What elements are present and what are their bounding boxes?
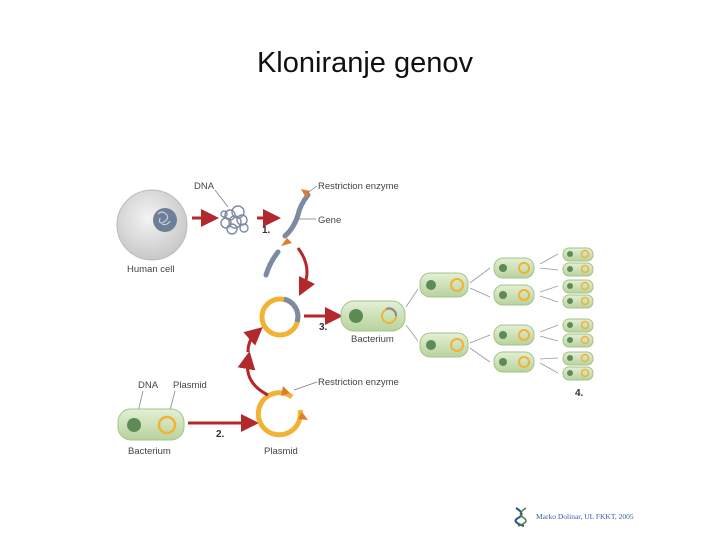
dna-bottom-label: DNA [138, 380, 159, 391]
arrow-plasmid-up-2 [243, 327, 263, 353]
author-logo-icon [514, 507, 527, 527]
dna-tangle [220, 205, 249, 235]
step-2-label: 2. [216, 429, 225, 440]
step-4-label: 4. [575, 388, 584, 399]
bacteria-gen2 [493, 257, 535, 373]
arrow-plasmid-up-1 [237, 351, 269, 397]
gene-label: Gene [318, 215, 341, 226]
gene-strand [263, 189, 311, 278]
restriction-enzyme-bottom-label: Restriction enzyme [318, 377, 399, 388]
step-3-label: 3. [319, 322, 328, 333]
bacteria-gen3 [562, 247, 594, 381]
cut-plasmid [255, 386, 308, 438]
plasmid-bottom-label: Plasmid [264, 446, 298, 457]
bacteria-gen1 [419, 272, 469, 358]
bacterium-bottom-label: Bacterium [128, 446, 171, 457]
step-1-label: 1. [262, 225, 271, 236]
restriction-enzyme-top-label: Restriction enzyme [318, 181, 399, 192]
division-lines-3 [539, 253, 559, 374]
human-cell-label: Human cell [127, 264, 175, 275]
source-bacterium [117, 408, 185, 441]
arrow-gene-to-plasmid [296, 247, 316, 297]
division-lines-1 [405, 288, 419, 342]
bacterium-mid-label: Bacterium [351, 334, 394, 345]
recombinant-bacterium [340, 300, 406, 332]
author-credit: Marko Dolinar, UL FKKT, 2005 [536, 512, 634, 521]
human-cell [116, 189, 188, 261]
division-lines-2 [469, 267, 491, 363]
dna-top-label: DNA [194, 181, 215, 192]
recombinant-plasmid [259, 296, 301, 338]
plasmid-top-label: Plasmid [173, 380, 207, 391]
slide-title: Kloniranje genov [256, 47, 474, 79]
